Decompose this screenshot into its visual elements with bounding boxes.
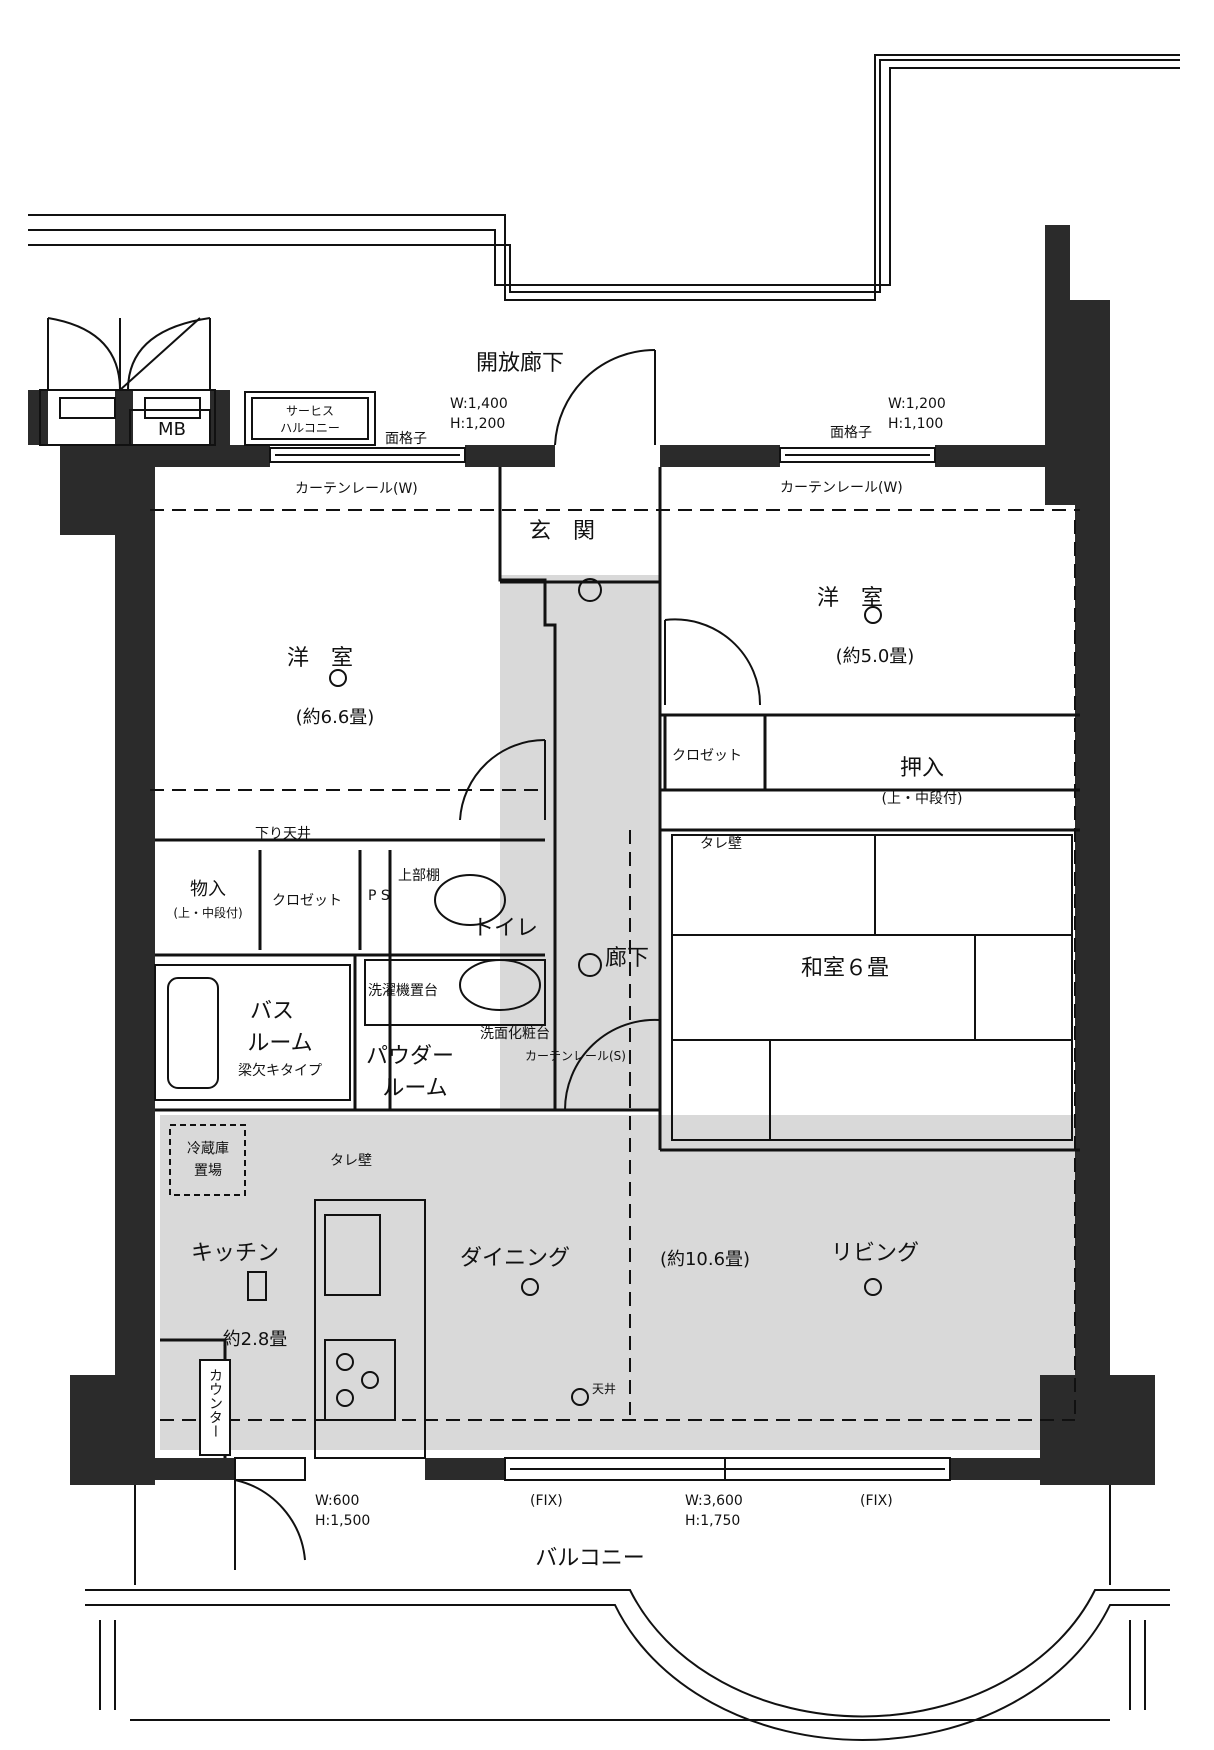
bathroom-note: 梁欠キタイプ	[238, 1063, 322, 1079]
kitchen-label: キッチン	[191, 1241, 279, 1266]
kitchen-size: 約2.8畳	[223, 1329, 288, 1350]
ps-label: P S	[368, 888, 390, 904]
entrance-label: 玄 関	[529, 519, 595, 544]
fridge-label-2: 置場	[194, 1163, 222, 1179]
ceiling-light-icon	[864, 606, 882, 624]
door-swing-hall	[563, 1018, 661, 1111]
oshiire-label: 押入	[900, 756, 944, 781]
entrance-door	[554, 348, 656, 446]
service-balcony	[244, 391, 376, 446]
mb-box	[39, 317, 216, 446]
window-right-h: H:1,100	[888, 416, 943, 432]
western-room-left-size: (約6.6畳)	[296, 707, 375, 728]
floor-shading	[160, 575, 1080, 1450]
closet-right-label: クロゼット	[672, 748, 742, 764]
vanity-label: 洗面化粧台	[480, 1026, 550, 1042]
top-railing	[28, 54, 1180, 301]
western-room-left-label: 洋 室	[287, 646, 353, 671]
washing-machine-label: 洗濯機置台	[368, 983, 438, 999]
lattice-left-label: 面格子	[385, 431, 427, 447]
curtain-rail-right: カーテンレール(W)	[780, 480, 903, 496]
dining-label: ダイニング	[460, 1246, 570, 1271]
ceiling-light-icon	[521, 1278, 539, 1296]
mb-label: MB	[158, 419, 186, 440]
living-label: リビング	[831, 1241, 919, 1266]
fix-right: (FIX)	[860, 1493, 893, 1509]
kitchen-light-icon	[247, 1271, 267, 1301]
toilet-label: トイレ	[472, 916, 538, 941]
ceiling-dashes	[150, 509, 1080, 1421]
lowered-ceiling-label: 下り天井	[255, 826, 311, 842]
fix-left: (FIX)	[530, 1493, 563, 1509]
western-room-right-size: (約5.0畳)	[836, 646, 915, 667]
window-right-w: W:1,200	[888, 396, 946, 412]
kitchen-window-w: W:600	[315, 1493, 359, 1509]
washitsu-label: 和室６畳	[801, 956, 889, 981]
ceiling-light-icon	[329, 669, 347, 687]
balcony-railing	[85, 1485, 1170, 1741]
counter-box	[199, 1359, 231, 1456]
tatami-grid	[671, 834, 1073, 1141]
tare-kabe-kitchen: タレ壁	[330, 1153, 372, 1169]
kitchen-door	[234, 1457, 306, 1570]
fridge-area	[169, 1124, 246, 1196]
service-balcony-label-1: サーヒス	[286, 404, 334, 418]
entrance-light-icon	[578, 578, 602, 602]
bottom-sash	[504, 1457, 951, 1481]
window-left-h: H:1,200	[450, 416, 505, 432]
closet-left-label: クロゼット	[272, 893, 342, 909]
balcony-label: バルコニー	[535, 1546, 645, 1571]
hallway-label: 廊下	[605, 946, 649, 971]
bathroom-label-2: ルーム	[247, 1031, 312, 1056]
toilet-bowl-icon	[434, 874, 506, 926]
fridge-label-1: 冷蔵庫	[187, 1140, 229, 1157]
lattice-right-label: 面格子	[830, 425, 872, 441]
sash-w: W:3,600	[685, 1493, 743, 1509]
open-corridor-label: 開放廊下	[476, 351, 564, 376]
top-windows	[269, 447, 936, 463]
sash-h: H:1,750	[685, 1513, 740, 1529]
bathroom-fixtures	[154, 959, 546, 1101]
hallway-light-icon	[578, 953, 602, 977]
counter-label: カウンター	[207, 1368, 223, 1438]
door-swing-left-room	[459, 738, 546, 821]
powder-room-label-2: ルーム	[382, 1076, 447, 1101]
door-swing-right-room	[664, 618, 762, 706]
structural-walls	[28, 225, 1155, 1485]
powder-room-label-1: パウダー	[366, 1044, 454, 1069]
ceiling-light-icon	[864, 1278, 882, 1296]
service-balcony-label-2: ハルコニー	[280, 421, 340, 435]
bathroom-label-1: バス	[250, 999, 294, 1024]
tare-kabe-top: タレ壁	[700, 836, 742, 852]
upper-shelf-label: 上部棚	[398, 868, 440, 884]
ldk-size: (約10.6畳)	[660, 1249, 750, 1270]
window-left-w: W:1,400	[450, 396, 508, 412]
storage-note: (上・中段付)	[173, 905, 242, 920]
ceiling-fan-label: 天井	[592, 1382, 616, 1396]
kitchen-counter	[314, 1199, 426, 1459]
kitchen-window-h: H:1,500	[315, 1513, 370, 1529]
curtain-rail-left: カーテンレール(W)	[295, 481, 418, 497]
curtain-rail-s: カーテンレール(S)	[525, 1049, 626, 1063]
storage-label: 物入	[190, 879, 226, 900]
oshiire-note: (上・中段付)	[882, 791, 963, 807]
ceiling-fan-icon	[571, 1388, 589, 1406]
